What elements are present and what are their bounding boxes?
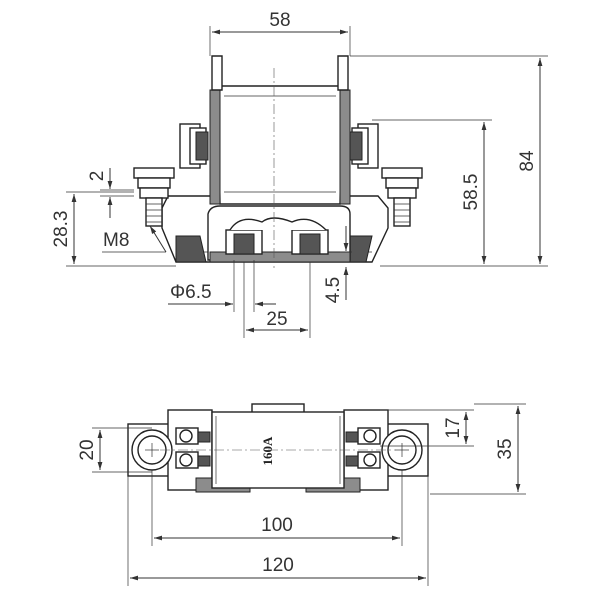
dim-hole-diameter-label: Φ6.5 <box>170 282 212 303</box>
dim-nut-offset-label: 2 <box>87 171 108 182</box>
dim-bolt-pitch: 100 <box>151 470 403 546</box>
dim-height-total-label: 84 <box>517 150 538 172</box>
dim-thread-label: M8 <box>103 230 129 251</box>
dim-thread: M8 <box>102 225 167 253</box>
left-bolt <box>133 167 175 227</box>
dim-height-base-label: 28.3 <box>51 211 72 248</box>
top-view: 160A <box>77 403 526 586</box>
top-clips-right <box>345 427 381 469</box>
dim-bolt-pitch-label: 100 <box>261 515 293 536</box>
dim-outer-width: 35 <box>430 403 526 495</box>
dim-top-width: 58 <box>209 10 351 56</box>
dim-height-base: 28.3 <box>51 191 176 267</box>
dim-hole-pitch: 25 <box>243 262 311 338</box>
dim-height-body-label: 58.5 <box>461 174 482 211</box>
dim-height-total: 84 <box>350 55 548 267</box>
dim-inner-width-label: 17 <box>443 417 464 438</box>
dim-height-body: 58.5 <box>372 119 492 264</box>
top-bolt-left <box>131 429 173 471</box>
dim-foot-height-label: 4.5 <box>323 277 344 303</box>
fuse-rating: 160A <box>260 436 275 466</box>
dim-outer-width-label: 35 <box>495 438 516 459</box>
fuse-tags <box>211 55 349 91</box>
dim-hole-diameter: Φ6.5 <box>168 260 276 312</box>
top-bolt-right <box>381 429 423 471</box>
dim-mount-width: 20 <box>77 427 152 473</box>
front-view: 58 84 58.5 28.3 2 <box>51 10 548 338</box>
right-bolt <box>381 167 423 227</box>
dim-inner-width: 17 <box>380 409 474 447</box>
dim-total-length: 120 <box>127 476 429 586</box>
dim-total-length-label: 120 <box>262 555 294 576</box>
dim-foot-height: 4.5 <box>323 226 352 303</box>
contact-block <box>207 205 351 263</box>
top-clips-left <box>175 427 211 469</box>
dim-mount-width-label: 20 <box>77 439 98 460</box>
fuse-body <box>209 85 351 205</box>
dim-hole-pitch-label: 25 <box>266 309 287 330</box>
side-clips <box>179 123 379 169</box>
dim-nut-offset: 2 <box>87 168 134 218</box>
dim-top-width-label: 58 <box>269 10 290 31</box>
